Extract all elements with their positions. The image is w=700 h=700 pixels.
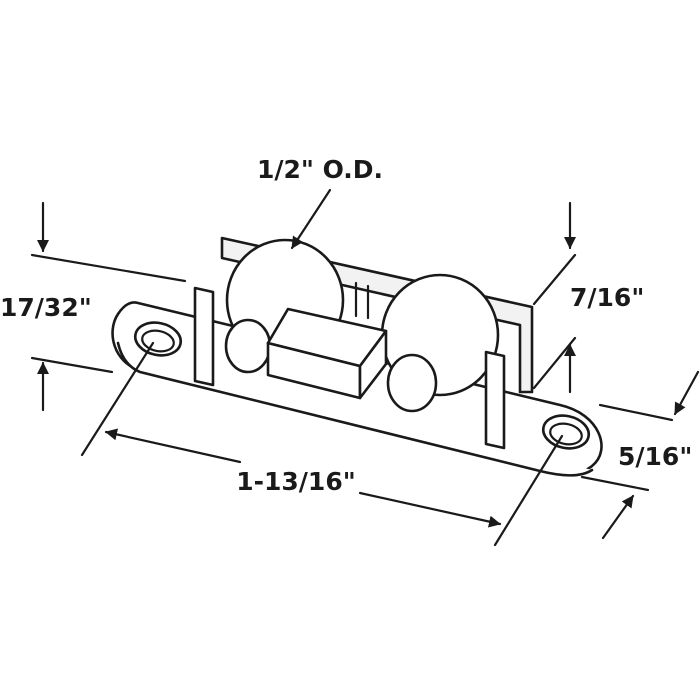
mounting-plate-edge xyxy=(116,341,594,477)
left-front-bracket xyxy=(193,286,215,387)
center-divider xyxy=(354,281,370,320)
right-front-bracket xyxy=(484,350,506,450)
roller-assembly xyxy=(111,236,603,477)
label-roller-diameter: 1/2" O.D. xyxy=(257,155,383,184)
spacing-arrow-right xyxy=(358,491,502,528)
dimension-labels: 1/2" O.D. 17/32" 7/16" 5/16" 1-13/16" xyxy=(0,155,692,496)
height-ext-top xyxy=(30,253,187,283)
width-ext-bottom xyxy=(580,475,650,492)
label-overall-height: 17/32" xyxy=(0,293,92,322)
label-hole-spacing: 1-13/16" xyxy=(236,467,356,496)
left-mounting-hole-inner xyxy=(141,329,175,353)
center-block-side xyxy=(358,329,388,400)
width-arrow-top xyxy=(673,370,700,416)
spacing-ext-right xyxy=(493,434,564,547)
roller-height-ext-bottom xyxy=(532,336,577,390)
width-ext-top xyxy=(598,403,674,422)
dimension-lines xyxy=(30,188,700,547)
od-leader-line xyxy=(290,188,332,250)
height-ext-bottom xyxy=(30,356,114,374)
left-roller-axle xyxy=(224,318,272,374)
spacing-ext-left xyxy=(80,341,155,457)
label-roller-height: 7/16" xyxy=(570,283,644,312)
roller-height-ext-top xyxy=(532,253,577,306)
label-plate-width: 5/16" xyxy=(618,442,692,471)
spacing-arrow-left xyxy=(104,428,242,464)
right-roller-axle xyxy=(386,353,438,413)
right-mounting-hole-inner xyxy=(549,422,583,446)
width-arrow-bottom xyxy=(601,494,635,540)
